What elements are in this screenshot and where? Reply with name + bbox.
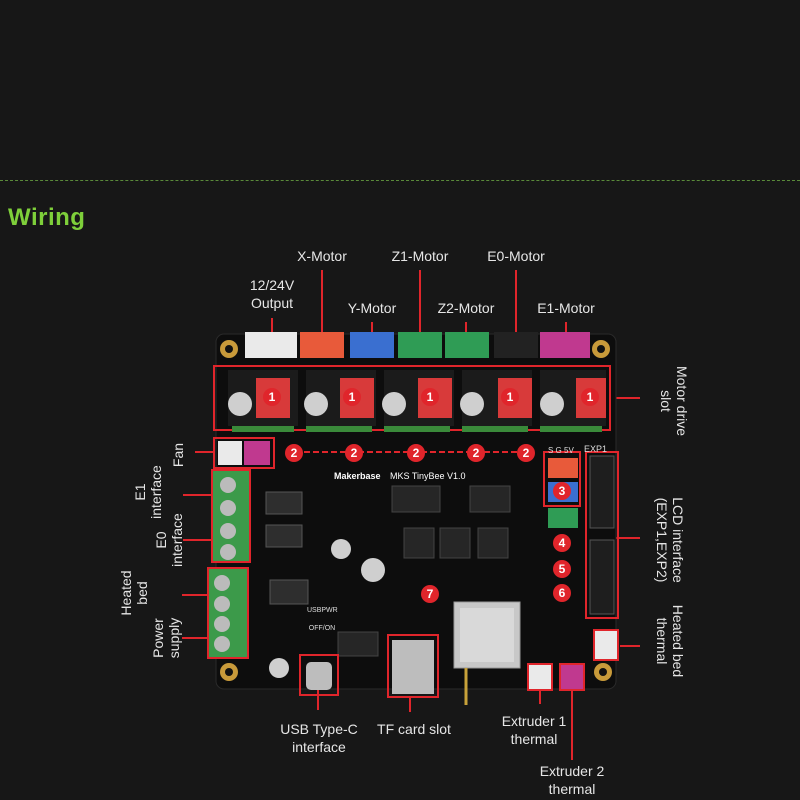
callout-1: 1 [421,388,439,406]
callout-2: 2 [345,444,363,462]
driver-headers [232,426,602,432]
label-lcd-interface: LCD interface(EXP1,EXP2) [654,497,686,583]
sg5v-outline [543,451,581,507]
label-tf-card-slot: TF card slot [377,721,451,737]
callout-2: 2 [285,444,303,462]
callout-6: 6 [553,584,571,602]
silk-usbpwr: USBPWR OFF/ON [307,607,338,632]
callout-2: 2 [517,444,535,462]
callout-2: 2 [407,444,425,462]
mounting-holes [220,340,612,681]
silk-sg5v: S G 5V [548,446,574,455]
tf-outline [387,634,439,698]
capacitor-psu [269,658,289,678]
capacitor-main [331,539,351,559]
bed-thermal-connector [593,629,619,661]
label-e1-motor: E1-Motor [537,300,595,316]
usb-outline [299,654,339,696]
callout-1: 1 [501,388,519,406]
section-title: Wiring [8,204,86,231]
label-x-motor: X-Motor [297,248,347,264]
callout-1: 1 [343,388,361,406]
callout-1: 1 [581,388,599,406]
label-e0-motor: E0-Motor [487,248,545,264]
capacitor-large [361,558,385,582]
callout-5: 5 [553,560,571,578]
section-divider [0,180,800,181]
label-y-motor: Y-Motor [347,300,397,316]
top-connectors [245,332,590,358]
label-fan: Fan [170,442,186,468]
callout-2: 2 [467,444,485,462]
screw-terminals [207,469,251,659]
extruder1-thermal-connector [527,663,553,691]
board-model: MKS TinyBee V1.0 [390,471,466,481]
leader-lines [182,270,640,760]
mosfets [265,491,309,605]
extruder2-thermal-connector [559,663,585,691]
callout-4: 4 [553,534,571,552]
capacitors [228,392,564,416]
board-brand: Makerbase [334,471,381,481]
callout-3: 3 [553,482,571,500]
callout-7: 7 [421,585,439,603]
fan-outline [213,437,275,469]
label-z1-motor: Z1-Motor [391,248,449,264]
callout-1: 1 [263,388,281,406]
exp-outline [585,451,619,619]
silk-exp1: EXP1 [584,444,608,454]
label-z2-motor: Z2-Motor [437,300,495,316]
chips [337,485,511,657]
